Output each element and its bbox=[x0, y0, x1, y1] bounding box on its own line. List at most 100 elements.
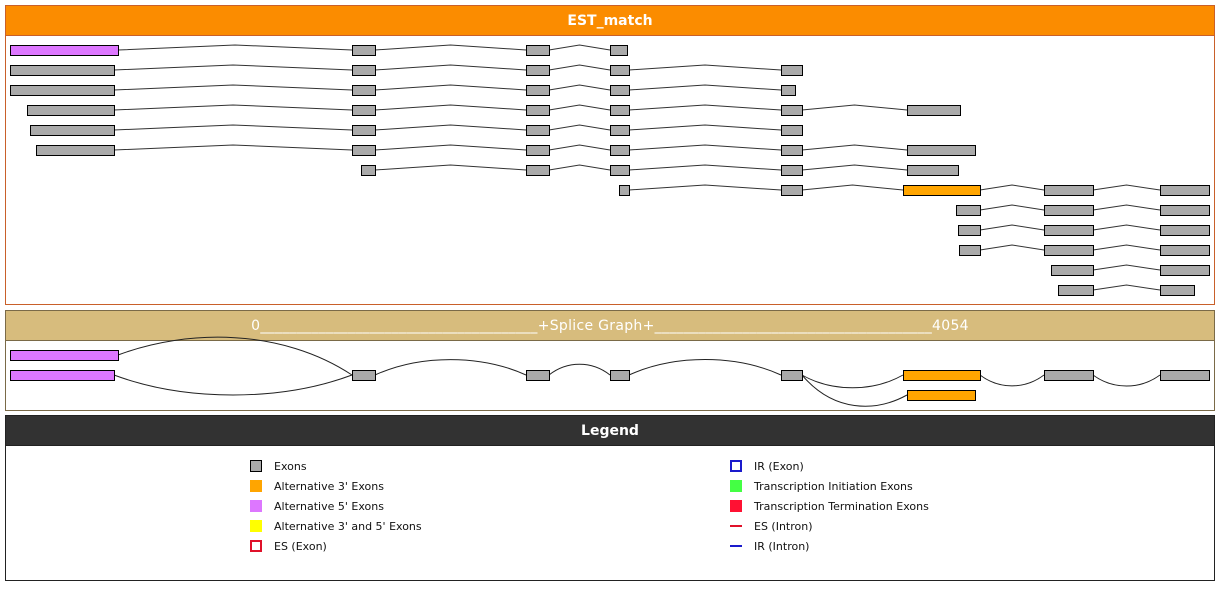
legend-label: IR (Exon) bbox=[754, 459, 804, 473]
exon-block bbox=[907, 105, 961, 116]
legend-label: Alternative 3' Exons bbox=[274, 479, 384, 493]
green-swatch-icon bbox=[730, 480, 742, 492]
legend-item: ES (Exon) bbox=[250, 536, 422, 556]
exon-block bbox=[1044, 225, 1094, 236]
legend-item: Alternative 5' Exons bbox=[250, 496, 422, 516]
intron-line bbox=[979, 184, 1045, 191]
intron-line bbox=[801, 144, 908, 151]
legend-label: Transcription Termination Exons bbox=[754, 499, 929, 513]
est-row bbox=[959, 244, 1210, 256]
exon-block bbox=[27, 105, 115, 116]
intron-line bbox=[1092, 184, 1161, 191]
intron-line bbox=[548, 144, 611, 151]
intron-line bbox=[979, 244, 1045, 251]
splice-node-exon bbox=[1044, 370, 1094, 381]
purple-swatch-icon bbox=[250, 500, 262, 512]
exon-block bbox=[781, 105, 803, 116]
exon-block bbox=[781, 85, 796, 96]
exon-block bbox=[352, 145, 376, 156]
exon-block bbox=[619, 185, 630, 196]
exon-block bbox=[959, 245, 981, 256]
legend-label: Exons bbox=[274, 459, 307, 473]
est-row bbox=[10, 84, 796, 96]
gray-exon-swatch-icon bbox=[250, 460, 262, 472]
intron-line bbox=[374, 84, 527, 91]
exon-block bbox=[10, 85, 115, 96]
exon-block bbox=[352, 85, 376, 96]
intron-line bbox=[374, 104, 527, 111]
splice-node-exon bbox=[352, 370, 376, 381]
exon-block bbox=[781, 165, 803, 176]
intron-line bbox=[801, 164, 908, 171]
exon-block bbox=[352, 105, 376, 116]
splice-edge bbox=[801, 374, 908, 407]
exon-block bbox=[1044, 205, 1094, 216]
exon-block bbox=[610, 45, 628, 56]
intron-line bbox=[979, 204, 1045, 211]
red-dashed-line-icon bbox=[730, 520, 742, 532]
intron-line bbox=[113, 64, 353, 71]
red-swatch-icon bbox=[730, 500, 742, 512]
intron-line bbox=[548, 104, 611, 111]
intron-line bbox=[374, 144, 527, 151]
exon-block bbox=[781, 65, 803, 76]
exon-block bbox=[610, 165, 630, 176]
intron-line bbox=[374, 164, 527, 171]
exon-block bbox=[526, 45, 550, 56]
legend-item: Alternative 3' and 5' Exons bbox=[250, 516, 422, 536]
splice-graph-area bbox=[6, 336, 1214, 410]
intron-line bbox=[801, 104, 908, 111]
legend-label: Alternative 3' and 5' Exons bbox=[274, 519, 422, 533]
legend-item: IR (Intron) bbox=[730, 536, 929, 556]
splice-graph bbox=[10, 336, 1210, 407]
legend-item: IR (Exon) bbox=[730, 456, 929, 476]
est-row bbox=[958, 224, 1210, 236]
est-row bbox=[10, 64, 803, 76]
legend-item: Transcription Initiation Exons bbox=[730, 476, 929, 496]
intron-line bbox=[628, 84, 782, 91]
legend-item: Alternative 3' Exons bbox=[250, 476, 422, 496]
est-row bbox=[361, 164, 959, 176]
splice-edge bbox=[801, 374, 904, 389]
intron-line bbox=[548, 84, 611, 91]
intron-line bbox=[628, 64, 782, 71]
splice-graph-header: 0______________________________________+… bbox=[6, 311, 1214, 341]
exon-block bbox=[1058, 285, 1094, 296]
splice-node-exon bbox=[610, 370, 630, 381]
splice-edge bbox=[979, 374, 1045, 387]
intron-line bbox=[374, 44, 527, 51]
intron-line bbox=[548, 64, 611, 71]
legend-item: Exons bbox=[250, 456, 422, 476]
intron-line bbox=[801, 184, 904, 191]
legend-item: ES (Intron) bbox=[730, 516, 929, 536]
splice-edge bbox=[117, 336, 353, 376]
est-row bbox=[619, 184, 1210, 196]
exon-block bbox=[526, 145, 550, 156]
est-match-header: EST_match bbox=[6, 6, 1214, 36]
intron-line bbox=[548, 124, 611, 131]
exon-block bbox=[526, 105, 550, 116]
yellow-swatch-icon bbox=[250, 520, 262, 532]
intron-line bbox=[1092, 204, 1161, 211]
exon-block bbox=[1160, 245, 1210, 256]
intron-line bbox=[628, 164, 782, 171]
est-row bbox=[1051, 264, 1210, 276]
exon-block bbox=[907, 145, 976, 156]
intron-line bbox=[548, 44, 611, 51]
exon-block bbox=[1051, 265, 1094, 276]
exon-block bbox=[610, 145, 630, 156]
exon-block bbox=[352, 125, 376, 136]
splice-node-alt3 bbox=[903, 370, 981, 381]
splice-node-alt5 bbox=[10, 370, 115, 381]
splice-graph-panel: 0______________________________________+… bbox=[5, 310, 1215, 411]
exon-block bbox=[958, 225, 981, 236]
legend-label: ES (Exon) bbox=[274, 539, 327, 553]
legend-item: Transcription Termination Exons bbox=[730, 496, 929, 516]
intron-line bbox=[548, 164, 611, 171]
intron-line bbox=[1092, 284, 1161, 291]
orange-swatch-icon bbox=[250, 480, 262, 492]
exon-block bbox=[610, 85, 630, 96]
red-dashed-box-icon bbox=[250, 540, 262, 552]
est-row bbox=[956, 204, 1210, 216]
est-row bbox=[10, 44, 628, 56]
